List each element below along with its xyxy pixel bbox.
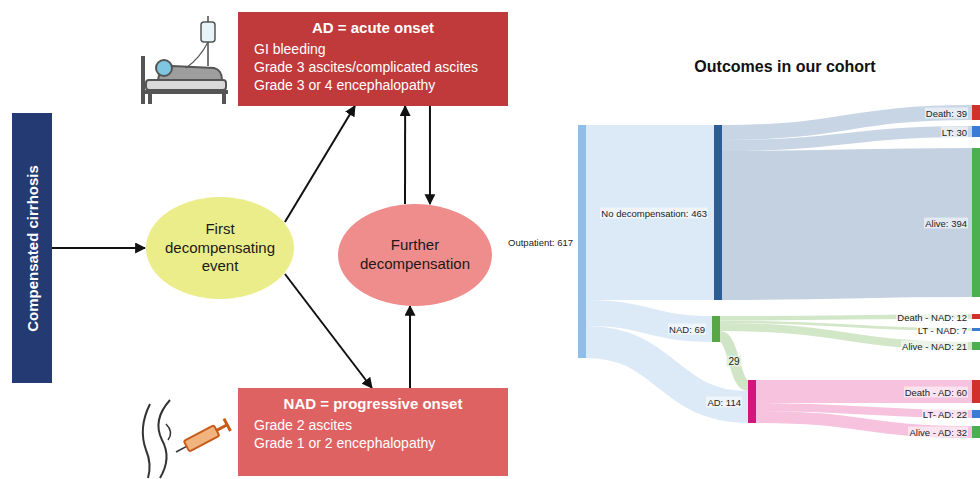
sankey-node: LT - NAD: 7	[972, 328, 980, 331]
bed-leg	[148, 92, 152, 104]
flow-arrow	[52, 247, 145, 249]
label-holder: No decompensation: 463	[600, 207, 708, 218]
needle	[176, 446, 187, 452]
flow-label: Outpatient: 617	[507, 236, 574, 247]
stage-band: Compensated cirrhosis	[12, 113, 52, 383]
flow-label: LT - NAD: 7	[917, 324, 968, 335]
flow-label: Alive - AD: 32	[908, 427, 968, 438]
bed-leg	[222, 92, 226, 104]
label-holder: Death: 39	[925, 107, 968, 118]
onset-box: AD = acute onset GI bleedingGrade 3 ascit…	[238, 12, 508, 106]
patient-head	[156, 60, 172, 76]
flow-label: LT- AD: 22	[922, 409, 968, 420]
label-holder: NAD: 69	[668, 324, 706, 335]
node-label: Compensated cirrhosis	[24, 165, 41, 332]
abdomen-outline	[143, 404, 150, 478]
label-holder: Death - NAD: 12	[896, 311, 968, 322]
sankey-node: AD: 114	[748, 380, 756, 423]
box-item: Grade 3 ascites/complicated ascites	[248, 58, 498, 76]
flow-label: AD: 114	[706, 396, 742, 407]
flow-arrow	[285, 274, 372, 388]
sankey-node: NAD: 69	[712, 316, 720, 342]
sankey-node: Alive - NAD: 21	[972, 342, 980, 350]
flow-label: No decompensation: 463	[600, 207, 708, 218]
ellipse-shape	[338, 204, 492, 306]
event-ellipse: First decompensating event	[145, 196, 295, 300]
mattress	[146, 80, 226, 90]
flow-arrow	[409, 306, 411, 388]
flow-count: 29	[726, 356, 741, 367]
sankey-node: No decompensation: 463	[714, 125, 722, 300]
box-item: GI bleeding	[248, 40, 498, 58]
abdomen-outline	[158, 400, 170, 478]
sankey-flow	[756, 380, 972, 403]
flow-arrow	[404, 106, 406, 204]
iv-tube	[186, 42, 208, 68]
onset-box: NAD = progressive onsetGrade 2 ascitesGr…	[238, 388, 508, 476]
flow-label: Alive: 394	[924, 217, 968, 228]
box-heading: NAD = progressive onset	[248, 394, 498, 414]
node-label: First decompensating event	[165, 220, 275, 276]
edge-label-holder: 29	[726, 356, 741, 367]
headboard	[141, 56, 145, 104]
sankey-node: Death - NAD: 12	[972, 314, 980, 319]
barrel	[184, 425, 220, 452]
sankey-flow	[586, 125, 714, 300]
label-holder: LT- AD: 22	[922, 409, 968, 420]
label-holder: LT - NAD: 7	[917, 324, 968, 335]
flow-label: Death - AD: 60	[904, 386, 968, 397]
sankey-node: Alive: 394	[972, 148, 980, 297]
sankey-node: Alive - AD: 32	[972, 426, 980, 438]
sankey-flow	[722, 132, 972, 146]
sankey-node: Death - AD: 60	[972, 380, 980, 403]
flow-label: LT: 30	[941, 126, 968, 137]
plunger	[217, 425, 228, 431]
node-label: Further decompensation	[360, 236, 470, 274]
flow-arrow	[429, 106, 431, 204]
box-item: Grade 3 or 4 encephalopathy	[248, 76, 498, 94]
plunger-cap	[224, 419, 231, 431]
ellipse-shape	[146, 197, 294, 299]
label-holder: AD: 114	[706, 396, 742, 407]
bed-frame	[143, 90, 228, 94]
box-item: Grade 1 or 2 encephalopathy	[248, 434, 498, 452]
label-holder: Death - AD: 60	[904, 386, 968, 397]
sankey-flow	[586, 342, 748, 407]
flow-label: Death - NAD: 12	[896, 311, 968, 322]
iv-bag	[201, 22, 215, 42]
label-holder: Alive: 394	[924, 217, 968, 228]
title-holder: Outcomes in our cohort	[640, 58, 930, 76]
label-holder: Alive - NAD: 21	[901, 341, 968, 352]
flow-label: Death: 39	[925, 107, 968, 118]
chart-title: Outcomes in our cohort	[640, 58, 930, 76]
syringe	[173, 419, 231, 459]
label-holder: Alive - AD: 32	[908, 427, 968, 438]
sankey-node: Death: 39	[972, 105, 980, 120]
flow-label: NAD: 69	[668, 324, 706, 335]
box-item: Grade 2 ascites	[248, 416, 498, 434]
bed-icon	[143, 16, 228, 104]
event-ellipse: Further decompensation	[337, 203, 493, 307]
flow-label: Alive - NAD: 21	[901, 341, 968, 352]
label-holder: LT: 30	[941, 126, 968, 137]
label-holder: Outpatient: 617	[507, 236, 574, 247]
flow-arrow	[285, 106, 355, 222]
box-heading: AD = acute onset	[248, 18, 498, 38]
sankey-node: LT: 30	[972, 126, 980, 137]
sankey-flow	[720, 337, 748, 386]
paracentesis-icon	[143, 400, 231, 478]
sankey-node: Outpatient: 617	[578, 125, 586, 358]
sankey-node: LT- AD: 22	[972, 410, 980, 418]
navel	[166, 424, 171, 440]
